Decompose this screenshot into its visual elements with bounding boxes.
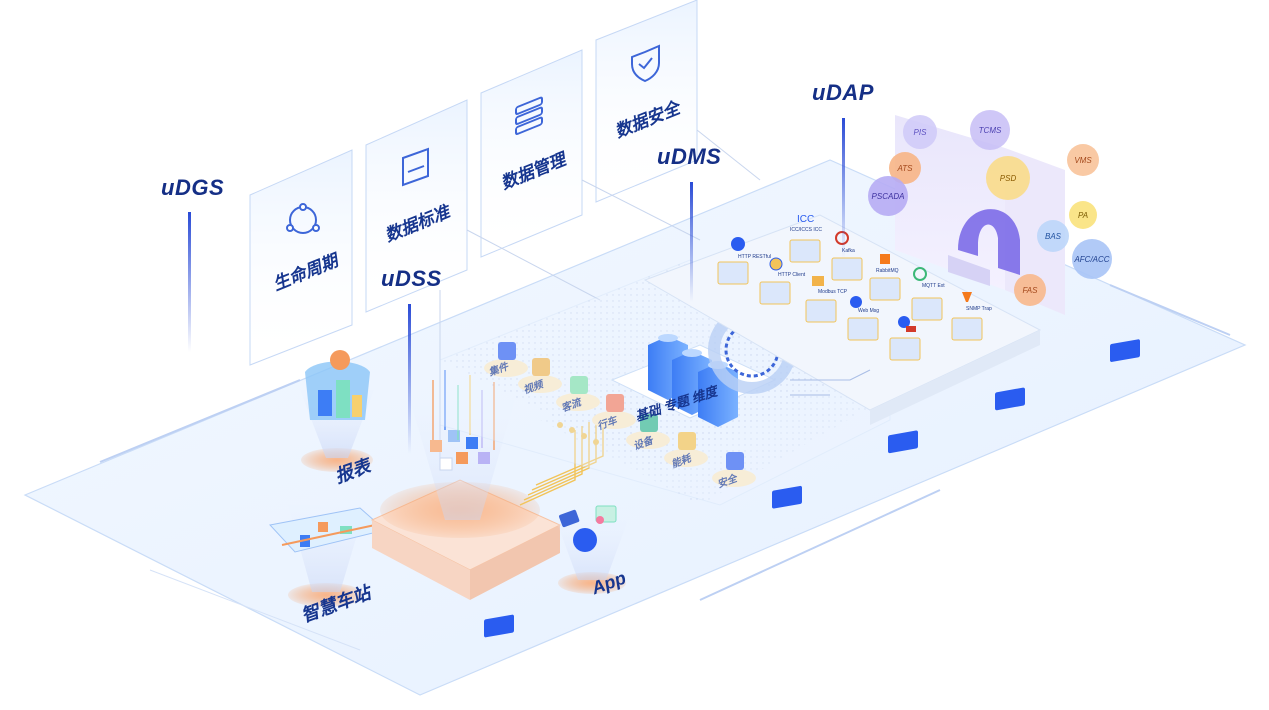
bubble-psd-label: PSD — [1000, 174, 1017, 183]
udms-label: uDMS — [657, 144, 722, 169]
chip-2: 客流 — [556, 376, 600, 415]
protocol-cubes — [717, 239, 983, 361]
bubble-vms-label: VMS — [1074, 156, 1092, 165]
bubble-pis-label: PIS — [914, 128, 928, 137]
bubble-ats-label: ATS — [897, 164, 914, 173]
panel-standard: 数据标准 — [365, 99, 468, 313]
udap-indicator-line — [842, 118, 845, 258]
floor-badges — [484, 339, 1140, 638]
udap-protocol-platform: ICC ICC/ICCS ICC HTTP RESTful Kafka HTTP… — [643, 214, 1042, 425]
bubble-ats: ATS — [889, 152, 921, 184]
bubble-pis: PIS — [903, 115, 937, 149]
bubble-fas: FAS — [1014, 274, 1046, 306]
protocol-rabbitmq-sub: RabbitMQ — [876, 268, 899, 274]
protocol-http: HTTP RESTful — [731, 237, 771, 260]
protocol-icc-label: ICC — [797, 214, 814, 225]
protocol-kafka-sub: Kafka — [842, 248, 855, 254]
bubble-pa-label: PA — [1078, 211, 1088, 220]
guide-lines — [439, 129, 761, 470]
bubble-tcms-label: TCMS — [979, 126, 1002, 135]
protocol-httpclient: HTTP Client — [769, 257, 806, 278]
protocol-modbus-sub: Modbus TCP — [818, 289, 848, 295]
udss-funnel — [370, 370, 562, 600]
protocol-modbus: Modbus TCP — [812, 276, 848, 295]
connector-dots — [557, 422, 599, 445]
protocol-snmp-sub: SNMP Trap — [966, 306, 992, 312]
bubble-vms: VMS — [1067, 144, 1099, 176]
bubble-pscada-label: PSCADA — [872, 192, 905, 201]
gold-bus-lines — [519, 414, 604, 506]
protocol-rabbitmq: RabbitMQ — [876, 254, 899, 274]
bubble-fas-label: FAS — [1023, 286, 1039, 295]
bubble-pscada: PSCADA — [868, 176, 908, 216]
protocol-mqtt: MQTT Ext — [913, 267, 945, 289]
floating-data-cubes — [430, 430, 490, 471]
protocol-icc: ICC ICC/ICCS ICC — [790, 214, 822, 233]
protocol-webmsg: Web Msg — [850, 296, 879, 314]
protocol-http-sub: HTTP RESTful — [738, 254, 771, 260]
data-streams — [432, 370, 495, 450]
udgs-indicator-line — [188, 212, 191, 352]
panel-lifecycle: 生命周期 — [249, 149, 353, 366]
protocol-httpclient-sub: HTTP Client — [778, 272, 806, 278]
bubble-afc-label: AFC/ACC — [1073, 255, 1109, 264]
chip-0: 集件 — [484, 342, 528, 379]
bubble-bas: BAS — [1037, 220, 1069, 252]
report-icon — [305, 350, 370, 420]
book-icon — [402, 147, 429, 187]
lifecycle-icon — [286, 203, 320, 234]
data-chips: 集件 视频 客流 行车 设备 能耗 安全 — [484, 342, 756, 491]
bubble-tcms: TCMS — [970, 110, 1010, 150]
bubble-pa: PA — [1069, 201, 1097, 229]
chip-4: 设备 — [626, 414, 670, 453]
bubble-afc: AFC/ACC — [1072, 239, 1112, 279]
udss-indicator-line — [408, 304, 411, 454]
protocol-misc — [898, 316, 916, 332]
chip-6: 安全 — [712, 452, 756, 491]
report-module: 报表 — [300, 350, 376, 487]
panel-security: 数据安全 — [595, 0, 698, 203]
udms-indicator-line — [690, 182, 693, 302]
bubble-psd: PSD — [986, 156, 1030, 200]
udap-label: uDAP — [812, 80, 874, 105]
protocol-icc-sub: ICC/ICCS ICC — [790, 227, 822, 233]
protocol-icons: ICC ICC/ICCS ICC HTTP RESTful Kafka HTTP… — [731, 214, 992, 332]
app-icon — [559, 505, 617, 552]
panel-management: 数据管理 — [480, 49, 583, 258]
protocol-webmsg-sub: Web Msg — [858, 308, 879, 314]
bubble-bas-label: BAS — [1045, 232, 1062, 241]
flow-arrows — [790, 369, 871, 396]
chip-5: 能耗 — [664, 432, 708, 471]
data-wall — [895, 115, 1065, 315]
chip-3: 行车 — [592, 394, 636, 433]
governance-panels: 生命周期 数据标准 数据管理 数据安全 — [249, 0, 698, 366]
server-icon — [515, 96, 543, 135]
server-towers — [648, 334, 738, 427]
protocol-snmp: SNMP Trap — [962, 292, 992, 312]
protocol-mqtt-sub: MQTT Ext — [922, 283, 945, 289]
udgs-label: uDGS — [161, 175, 225, 200]
udss-label: uDSS — [381, 266, 442, 291]
chip-1: 视频 — [518, 358, 562, 397]
system-bubbles: PIS TCMS ATS PSD VMS PSCADA PA BAS — [868, 110, 1112, 306]
station-icon — [269, 507, 387, 553]
shield-icon — [631, 44, 660, 83]
